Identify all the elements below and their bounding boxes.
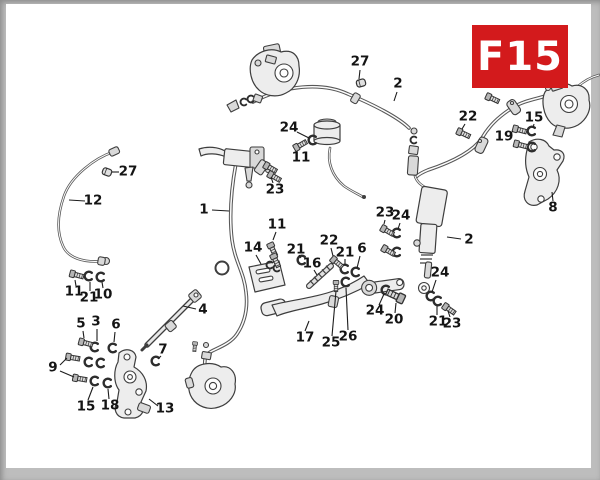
part-callout-12: 12 [83, 192, 103, 209]
mount-bracket-13 [114, 349, 151, 419]
part-callout-2: 2 [464, 231, 474, 248]
part-callout-21: 21 [428, 313, 448, 330]
part-callout-11: 11 [64, 283, 84, 300]
part-callout-11: 11 [267, 216, 287, 233]
part-callout-7: 7 [158, 341, 168, 358]
fluid-reservoir [313, 118, 341, 146]
reservoir-feed-hose [327, 146, 366, 199]
part-callout-24: 24 [430, 264, 450, 281]
part-callout-13: 13 [155, 400, 175, 417]
part-callout-3: 3 [91, 313, 101, 330]
leader-lines [59, 69, 554, 407]
rear-brake-caliper [542, 80, 591, 138]
part-callout-23: 23 [265, 181, 285, 198]
part-callout-21: 21 [79, 289, 99, 306]
rear-master-cylinder [413, 185, 448, 295]
part-callout-18: 18 [100, 397, 120, 414]
part-callout-24: 24 [279, 119, 299, 136]
page-code-badge: F15 [472, 25, 568, 88]
part-callout-20: 20 [384, 311, 404, 328]
part-callout-1: 1 [199, 201, 209, 218]
reservoir-hose-12 [57, 146, 121, 266]
part-callout-24: 24 [365, 302, 385, 319]
part-callout-27: 27 [118, 163, 138, 180]
page-code-label: F15 [477, 33, 563, 80]
front-brake-cable-1 [202, 154, 249, 368]
bottom-brake-caliper [184, 341, 236, 410]
part-callout-24: 24 [391, 207, 411, 224]
part-callout-19: 19 [494, 128, 514, 145]
part-callout-27: 27 [350, 53, 370, 70]
part-callout-8: 8 [548, 199, 558, 216]
part-callout-21: 21 [335, 244, 355, 261]
front-brake-caliper [226, 43, 300, 113]
part-callout-4: 4 [198, 301, 208, 318]
part-callout-15: 15 [76, 398, 96, 415]
part-callout-21: 21 [286, 241, 306, 258]
hose-clamps [350, 92, 522, 154]
adjuster-rod-4 [140, 289, 202, 352]
return-spring-16 [306, 263, 334, 289]
part-callout-9: 9 [48, 359, 58, 376]
part-callout-22: 22 [458, 108, 478, 125]
part-callout-14: 14 [243, 239, 263, 256]
pad-plate-14 [248, 260, 286, 293]
grommet-27-top [355, 77, 367, 89]
grommet-27-left [100, 166, 114, 178]
caliper-bracket-8 [523, 138, 565, 206]
part-callout-17: 17 [295, 329, 315, 346]
part-callout-15: 15 [524, 109, 544, 126]
part-callout-23: 23 [375, 204, 395, 221]
part-callout-6: 6 [357, 240, 367, 257]
hose-fitting-chain [406, 127, 420, 176]
part-callout-25: 25 [321, 334, 341, 351]
part-callout-2: 2 [393, 75, 403, 92]
part-callout-11: 11 [291, 149, 311, 166]
part-callout-5: 5 [76, 315, 86, 332]
brake-pedal-17 [260, 275, 371, 317]
pedal-lever-arm [361, 278, 405, 296]
part-callout-16: 16 [302, 255, 322, 272]
part-callout-6: 6 [111, 316, 121, 333]
part-callout-10: 10 [93, 286, 113, 303]
part-callout-23: 23 [442, 315, 462, 332]
part-callout-26: 26 [338, 328, 358, 345]
part-callout-22: 22 [319, 232, 339, 249]
